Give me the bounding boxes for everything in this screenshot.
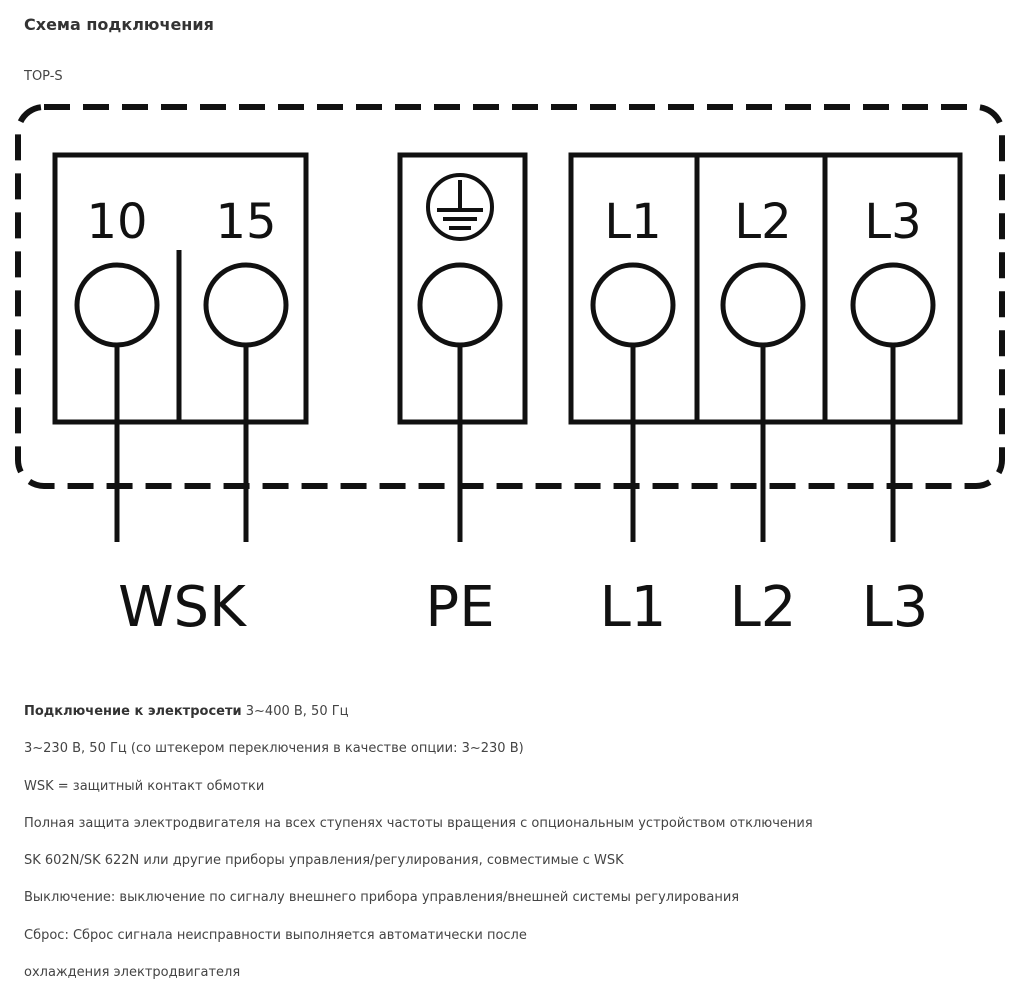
power-supply-label: Подключение к электросети bbox=[24, 704, 242, 719]
description-block: Подключение к электросети 3~400 В, 50 Гц… bbox=[24, 702, 1004, 1000]
description-line-2: 3~230 В, 50 Гц (со штекером переключения… bbox=[24, 741, 524, 757]
wire-label-l1: L1 bbox=[600, 575, 667, 640]
terminal-15-screw bbox=[203, 262, 289, 348]
wiring-diagram: 10 15 L1 L2 L3 bbox=[0, 95, 1016, 655]
enclosure-dashed-border bbox=[15, 104, 1005, 489]
description-line-7: Сброс: Сброс сигнала неисправности выпол… bbox=[24, 927, 527, 943]
power-supply-value: 3~400 В, 50 Гц bbox=[241, 704, 349, 719]
description-line-4: Полная защита электродвигателя на всех с… bbox=[24, 815, 813, 831]
wires bbox=[114, 345, 896, 542]
terminal-label-10: 10 bbox=[86, 194, 147, 250]
wire-label-pe: PE bbox=[425, 575, 494, 640]
description-line-5: SK 602N/SK 622N или другие приборы управ… bbox=[24, 853, 624, 869]
terminal-l3-screw bbox=[850, 262, 936, 348]
terminal-10-screw bbox=[74, 262, 160, 348]
wire-label-wsk: WSK bbox=[118, 575, 247, 640]
page-title: Схема подключения bbox=[24, 15, 214, 34]
terminal-label-15: 15 bbox=[215, 194, 276, 250]
description-line-power: Подключение к электросети 3~400 В, 50 Гц bbox=[24, 702, 1004, 739]
terminal-l1-screw bbox=[590, 262, 676, 348]
wiring-diagram-svg: 10 15 L1 L2 L3 bbox=[15, 104, 1005, 640]
terminal-label-l2: L2 bbox=[734, 194, 791, 250]
model-label: TOP-S bbox=[24, 69, 63, 84]
wire-label-l3: L3 bbox=[862, 575, 929, 640]
description-line-8: охлаждения электродвигателя bbox=[24, 965, 241, 981]
terminal-label-l3: L3 bbox=[864, 194, 921, 250]
pe-terminal-block bbox=[397, 152, 528, 425]
description-line-6: Выключение: выключение по сигналу внешне… bbox=[24, 890, 740, 906]
description-line-3: WSK = защитный контакт обмотки bbox=[24, 778, 265, 794]
wire-label-l2: L2 bbox=[730, 575, 797, 640]
ground-icon bbox=[426, 173, 494, 241]
terminal-l2-screw bbox=[720, 262, 806, 348]
wsk-terminal-block: 10 15 bbox=[52, 152, 309, 425]
terminal-pe-screw bbox=[417, 262, 503, 348]
terminal-label-l1: L1 bbox=[604, 194, 661, 250]
